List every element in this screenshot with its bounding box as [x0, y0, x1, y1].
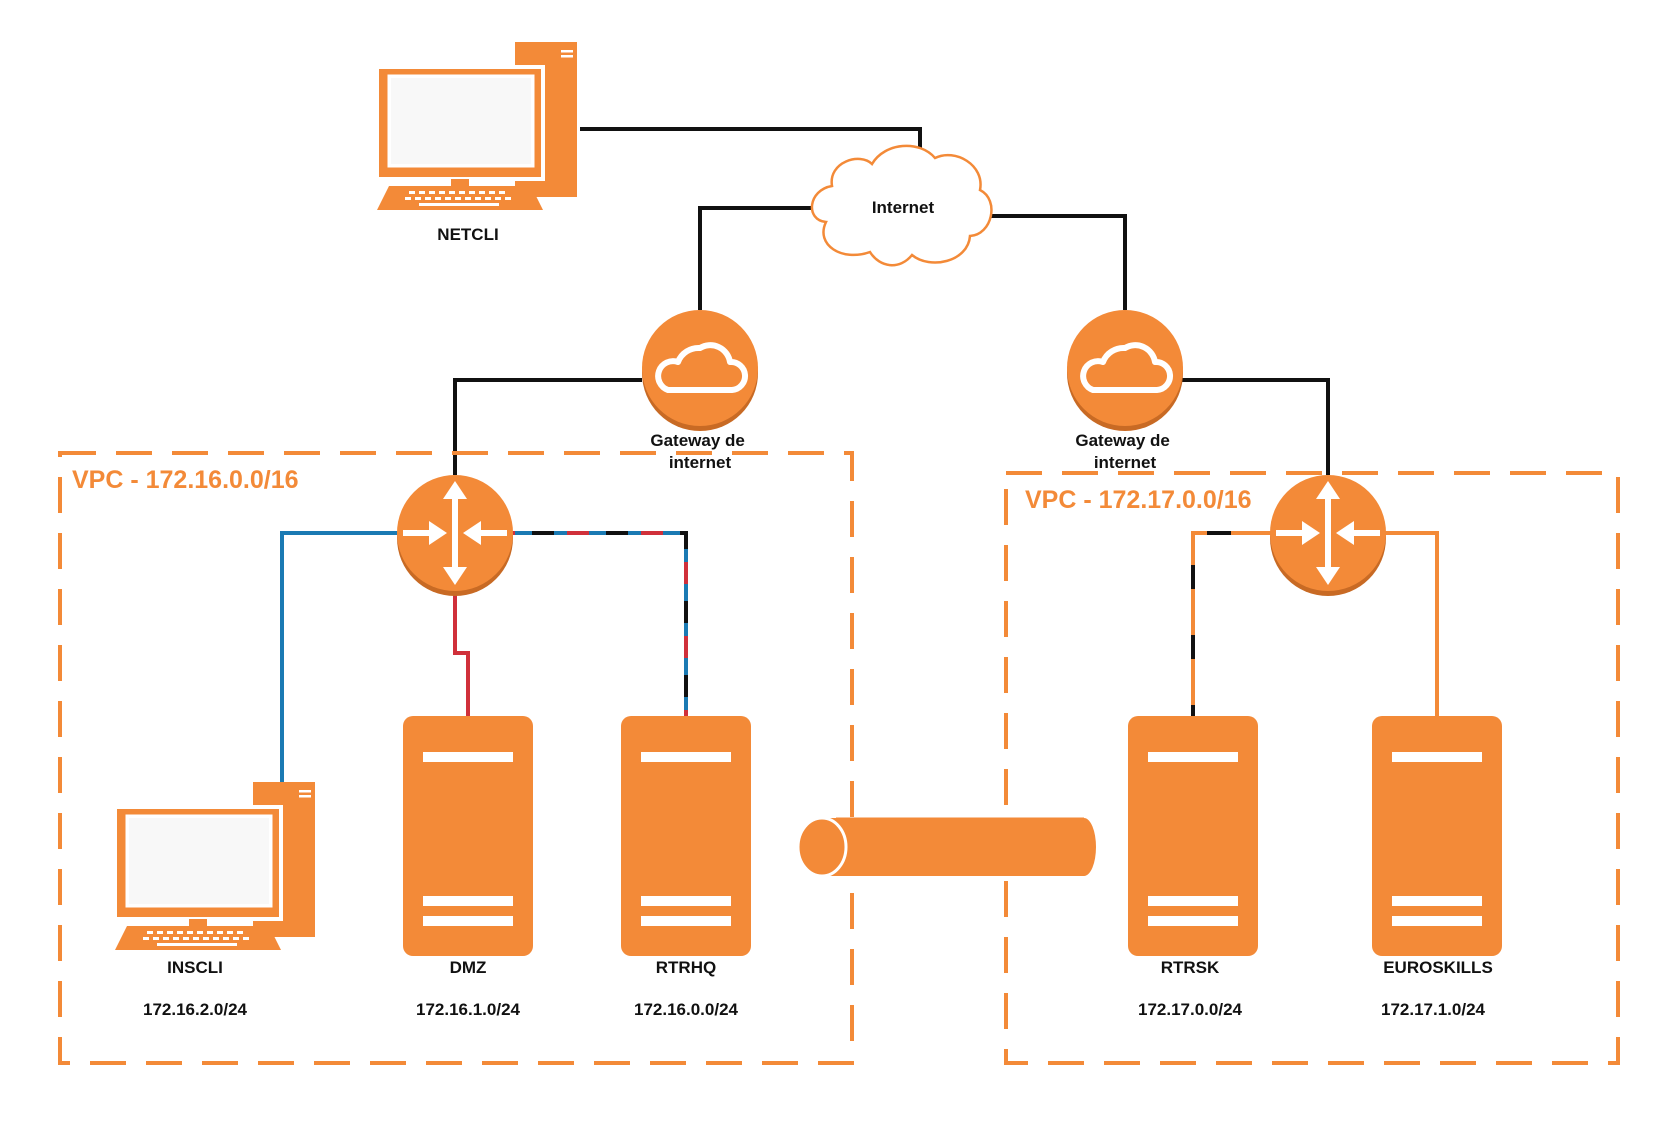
link-router-inscli	[280, 531, 398, 782]
link-internet-gateway-left	[698, 206, 830, 310]
link-router-rtrsk	[1191, 531, 1271, 716]
euroskills-server-icon	[1372, 716, 1502, 956]
netcli-desktop-icon	[375, 40, 579, 212]
inscli-desktop-icon	[113, 780, 317, 952]
vpn-tunnel-icon	[796, 816, 1096, 878]
gateway-right-label-line1: Gateway de	[1075, 431, 1170, 450]
link-gateway-right-router-right	[1180, 378, 1330, 475]
dmz-subnet: 172.16.1.0/24	[416, 1000, 521, 1019]
dmz-server-icon	[403, 716, 533, 956]
netcli-label: NETCLI	[437, 225, 498, 244]
link-netcli-internet	[580, 127, 922, 152]
rtrsk-subnet: 172.17.0.0/24	[1138, 1000, 1243, 1019]
vpc-left-label: VPC - 172.16.0.0/16	[72, 466, 299, 494]
link-router-rtrhq	[512, 531, 688, 716]
internet-cloud-icon	[810, 144, 993, 267]
vpc-right-label: VPC - 172.17.0.0/16	[1025, 486, 1252, 514]
link-gateway-left-router-left	[453, 378, 642, 475]
dmz-label: DMZ	[450, 958, 487, 977]
vpc-right-boundary	[1004, 471, 1620, 1065]
gateway-right-label-line2: internet	[1094, 453, 1157, 472]
inscli-label: INSCLI	[167, 958, 223, 977]
rtrhq-subnet: 172.16.0.0/24	[634, 1000, 739, 1019]
gateway-right-icon	[1067, 310, 1183, 431]
rtrsk-label: RTRSK	[1161, 958, 1220, 977]
rtrhq-server-icon	[621, 716, 751, 956]
svg-text:Gateway de internet: Gateway de internet	[650, 431, 749, 472]
gateway-left-label-line2: internet	[669, 453, 732, 472]
connections	[280, 127, 1439, 782]
rtrhq-label: RTRHQ	[656, 958, 716, 977]
euroskills-label: EUROSKILLS	[1383, 958, 1493, 977]
euroskills-subnet: 172.17.1.0/24	[1381, 1000, 1486, 1019]
link-router-euroskills	[1385, 531, 1439, 716]
router-right-icon	[1270, 475, 1386, 596]
rtrsk-server-icon	[1128, 716, 1258, 956]
gateway-left-label-line1: Gateway de	[650, 431, 745, 450]
router-left-icon	[397, 475, 513, 596]
link-router-dmz	[453, 590, 470, 716]
svg-text:Gateway de internet: Gateway de internet	[1075, 431, 1174, 472]
link-internet-gateway-right	[980, 214, 1127, 310]
vpc-left-boundary	[58, 451, 854, 1065]
inscli-subnet: 172.16.2.0/24	[143, 1000, 248, 1019]
gateway-left-icon	[642, 310, 758, 431]
internet-label: Internet	[872, 198, 935, 217]
